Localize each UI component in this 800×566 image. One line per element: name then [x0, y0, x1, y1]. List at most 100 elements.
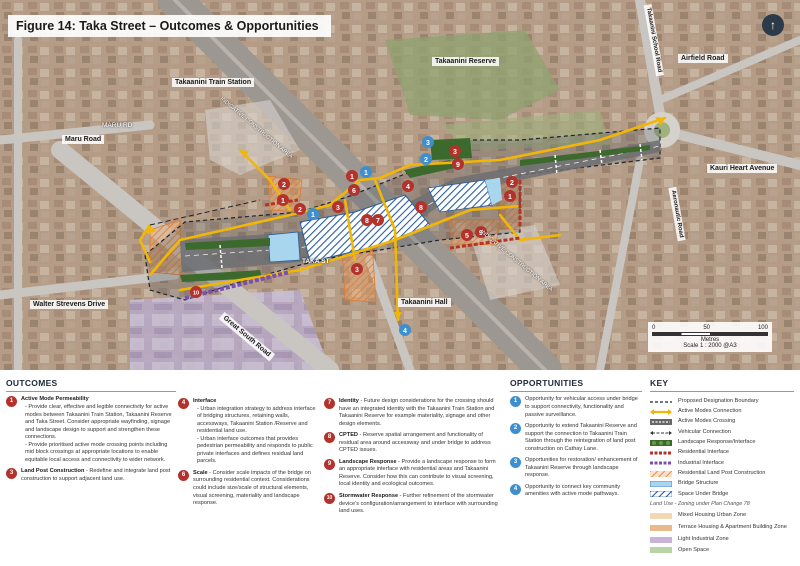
key-row: Mixed Housing Urban Zone: [650, 511, 794, 521]
outcomes-column-2: 4 Interface - Urban integration strategy…: [178, 398, 318, 512]
key-label: Residential Land Post Construction: [678, 469, 766, 476]
landuse-note: Land Use - Zoning under Plan Change 78: [650, 501, 750, 508]
outcome-item: 3 Land Post Construction - Redefine and …: [6, 468, 176, 483]
land-post-swatch: [650, 470, 672, 477]
zone-openspace-swatch: [650, 547, 672, 554]
opportunity-text: Opportunity to connect key community ame…: [525, 483, 621, 498]
outcome-number: 1: [6, 396, 17, 408]
svg-text:6: 6: [352, 188, 356, 195]
outcome-text: - Future design considerations for the c…: [339, 398, 495, 427]
opportunity-number: 3: [510, 457, 521, 469]
map-marker-1: 1: [277, 194, 289, 206]
outcome-item: 6 Scale - Consider scale impacts of the …: [178, 469, 318, 508]
outcome-number: 7: [324, 398, 335, 409]
key-label: Landscape Response/Interface: [678, 439, 756, 446]
map-marker-opp-2: 2: [420, 153, 432, 165]
scale-tick-50: 50: [703, 325, 710, 331]
outcome-number: 3: [6, 468, 17, 480]
label-maru-rd: MARU RD: [102, 122, 133, 129]
outcome-title: Interface: [193, 398, 217, 404]
map-marker-2c: 2: [506, 176, 518, 188]
outcome-item: 4 Interface - Urban integration strategy…: [178, 398, 318, 466]
label-airfield-road: Airfield Road: [678, 54, 728, 63]
boundary-swatch: [650, 401, 672, 403]
residential-interface-swatch: [650, 451, 672, 455]
map-marker-6: 6: [348, 184, 360, 196]
label-kauri-heart: Kauri Heart Avenue: [707, 164, 778, 173]
key-label: Active Modes Connection: [678, 408, 742, 415]
bridge-swatch: [650, 480, 672, 487]
key-row: Residential Land Post Construction: [650, 469, 794, 479]
svg-text:8: 8: [419, 205, 423, 212]
opportunities-heading: OPPORTUNITIES: [510, 378, 642, 393]
under-bridge-swatch: [650, 491, 672, 498]
svg-text:8: 8: [365, 218, 369, 225]
outcome-title: Scale: [193, 469, 208, 476]
svg-text:2: 2: [424, 157, 428, 164]
opportunities-column: OPPORTUNITIES 1 Opportunity for vehicula…: [510, 378, 642, 503]
zone-mhu-swatch: [650, 512, 672, 519]
outcome-title: Land Post Construction: [21, 468, 85, 475]
svg-text:10: 10: [193, 291, 199, 297]
zone-industrial-swatch: [650, 537, 672, 544]
svg-text:9: 9: [456, 162, 460, 169]
map-marker-3: 3: [332, 201, 344, 213]
key-heading: KEY: [650, 378, 794, 393]
key-row: Open Space: [650, 545, 794, 555]
active-crossing-swatch: [650, 419, 672, 426]
map-canvas: 2 1 2 3 8 7 6 1 1 1 3 10 4 8 3 9 2 3 5 9…: [0, 0, 800, 370]
outcome-text: - Provide a landscape response to form a…: [339, 458, 496, 488]
svg-text:5: 5: [465, 233, 469, 240]
key-label: Active Modes Crossing: [678, 418, 736, 425]
key-label: Mixed Housing Urban Zone: [678, 512, 747, 519]
outcome-item: 1 Active Mode Permeability - Provide cle…: [6, 396, 176, 464]
opportunity-text: Opportunity for vehicular access under b…: [525, 396, 638, 418]
outcome-number: 4: [178, 398, 189, 409]
label-taka-st: TAKA ST: [302, 258, 330, 265]
label-hall: Takaanini Hall: [398, 298, 451, 307]
svg-text:1: 1: [364, 170, 368, 177]
outcome-item: 9 Landscape Response - Provide a landsca…: [324, 458, 500, 489]
outcome-text: - Further refinement of the stormwater d…: [339, 493, 498, 515]
map-marker-opp-1: 1: [360, 166, 372, 178]
map-marker-1d: 1: [504, 190, 516, 202]
map-marker-2b: 2: [294, 203, 306, 215]
map-marker-3b: 3: [351, 263, 363, 275]
opportunity-item: 3 Opportunities for restoration/ enhance…: [510, 457, 642, 480]
map-marker-7: 7: [372, 214, 384, 226]
key-label: Light Industrial Zone: [678, 536, 729, 543]
label-reserve: Takaanini Reserve: [432, 57, 499, 66]
svg-text:7: 7: [376, 218, 380, 225]
key-label: Proposed Designation Boundary: [678, 397, 759, 404]
key-column: KEY Proposed Designation Boundary Active…: [650, 378, 794, 556]
outcome-sub: - Urban integration strategy to address …: [197, 405, 316, 435]
map-marker-5: 5: [461, 229, 473, 241]
key-row: Space Under Bridge: [650, 489, 794, 499]
outcome-title: Landscape Response: [339, 458, 397, 465]
outcome-number: 10: [324, 493, 335, 505]
scale-tick-0: 0: [652, 325, 656, 331]
scale-tick-100: 100: [757, 325, 768, 331]
opportunity-item: 1 Opportunity for vehicular access under…: [510, 396, 642, 419]
key-row: Terrace Housing & Apartment Building Zon…: [650, 521, 794, 535]
outcome-title: Active Mode Permeability: [21, 396, 89, 403]
map-marker-8: 8: [361, 214, 373, 226]
map-marker-9b: 9: [475, 226, 487, 238]
map-marker-4: 4: [402, 180, 414, 192]
outcomes-column-3: 7 Identity - Future design consideration…: [324, 398, 500, 520]
map-marker-opp-1b: 1: [307, 208, 319, 220]
key-row: Light Industrial Zone: [650, 535, 794, 545]
key-row: Proposed Designation Boundary: [650, 396, 794, 406]
svg-text:2: 2: [298, 207, 302, 214]
opportunity-item: 2 Opportunity to extend Takaanini Reserv…: [510, 423, 642, 453]
label-maru-road: Maru Road: [62, 135, 105, 144]
scale-bar: 0 50 100 Metres Scale 1 : 2000 @A3: [648, 322, 772, 352]
svg-text:3: 3: [336, 205, 340, 212]
svg-text:1: 1: [508, 194, 512, 201]
active-connection-swatch: [650, 408, 672, 415]
key-label: Bridge Structure: [678, 480, 719, 487]
opportunity-number: 1: [510, 396, 521, 408]
figure-title: Figure 14: Taka Street – Outcomes & Oppo…: [8, 15, 331, 37]
key-label: Industrial Interface: [678, 459, 725, 466]
key-label: Residential Interface: [678, 449, 729, 456]
